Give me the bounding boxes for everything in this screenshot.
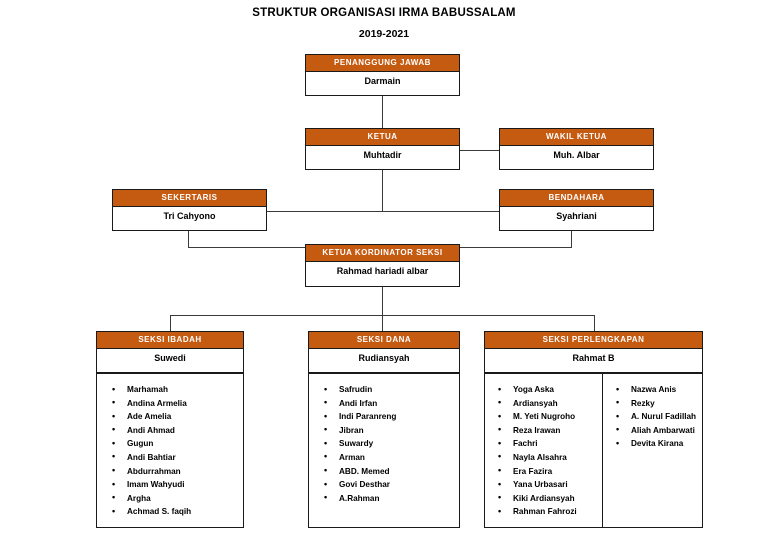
member-item: Kiki Ardiansyah xyxy=(498,491,598,506)
node-bendahara[interactable]: BENDAHARA Syahriani xyxy=(499,189,654,231)
member-item: Nayla Alsahra xyxy=(498,450,598,465)
page-period: 2019-2021 xyxy=(358,28,410,40)
connector-bendahara-down xyxy=(571,231,573,248)
node-bendahara-name: Syahriani xyxy=(556,211,597,221)
member-item: Andi Irfan xyxy=(324,396,455,411)
member-item: Jibran xyxy=(324,423,455,438)
node-koordinator-role: KETUA KORDINATOR SEKSI xyxy=(306,245,459,262)
connector-ketua-down xyxy=(382,170,384,212)
node-wakil-ketua-name: Muh. Albar xyxy=(553,150,600,160)
member-panel-seksi-perlengkapan: Yoga AskaArdiansyahM. Yeti NugrohoReza I… xyxy=(484,373,703,528)
member-item: Marhamah xyxy=(112,383,239,397)
node-penanggung-jawab[interactable]: PENANGGUNG JAWAB Darmain xyxy=(305,54,460,96)
member-list-seksi-ibadah: MarhamahAndina ArmeliaAde AmeliaAndi Ahm… xyxy=(105,383,239,519)
node-wakil-ketua-role: WAKIL KETUA xyxy=(500,129,653,146)
node-seksi-ibadah[interactable]: SEKSI IBADAH Suwedi xyxy=(96,331,244,373)
node-sekertaris-role: SEKERTARIS xyxy=(113,190,266,207)
connector-section-ibadah-down xyxy=(170,315,172,332)
member-item: ABD. Memed xyxy=(324,464,455,479)
member-item: Rezky xyxy=(616,396,698,411)
member-list-perlengkapan-right: Nazwa AnisRezkyA. Nurul FadillahAliah Am… xyxy=(609,383,698,451)
connector-section-perlengkapan-down xyxy=(594,315,596,332)
member-item: Govi Desthar xyxy=(324,478,455,492)
node-sekertaris[interactable]: SEKERTARIS Tri Cahyono xyxy=(112,189,267,231)
member-item: Era Fazira xyxy=(498,464,598,479)
connector-pj-to-ketua xyxy=(382,95,384,128)
member-item: Safrudin xyxy=(324,383,455,397)
node-penanggung-jawab-name: Darmain xyxy=(364,76,401,86)
member-item: Arman xyxy=(324,450,455,465)
member-item: Aliah Ambarwati xyxy=(616,423,698,438)
member-item: A.Rahman xyxy=(324,491,455,506)
member-item: Rahman Fahrozi xyxy=(498,505,598,519)
connector-koordinator-down xyxy=(382,287,384,320)
member-item: Achmad S. faqih xyxy=(112,505,239,519)
member-item: Reza Irawan xyxy=(498,423,598,438)
member-list-perlengkapan-left: Yoga AskaArdiansyahM. Yeti NugrohoReza I… xyxy=(491,383,598,519)
member-column-left: Yoga AskaArdiansyahM. Yeti NugrohoReza I… xyxy=(485,374,603,527)
node-ketua[interactable]: KETUA Muhtadir xyxy=(305,128,460,170)
node-wakil-ketua[interactable]: WAKIL KETUA Muh. Albar xyxy=(499,128,654,170)
member-item: Andi Ahmad xyxy=(112,423,239,438)
node-ketua-role: KETUA xyxy=(306,129,459,146)
member-item: Nazwa Anis xyxy=(616,383,698,397)
member-item: Yoga Aska xyxy=(498,383,598,397)
node-koordinator[interactable]: KETUA KORDINATOR SEKSI Rahmad hariadi al… xyxy=(305,244,460,287)
node-koordinator-name: Rahmad hariadi albar xyxy=(336,266,429,276)
connector-ketua-to-wakil xyxy=(459,150,500,152)
node-seksi-dana-role: SEKSI DANA xyxy=(309,332,459,349)
member-item: Andina Armelia xyxy=(112,396,239,411)
member-item: Abdurrahman xyxy=(112,464,239,479)
node-penanggung-jawab-role: PENANGGUNG JAWAB xyxy=(306,55,459,72)
member-panel-seksi-ibadah: MarhamahAndina ArmeliaAde AmeliaAndi Ahm… xyxy=(96,373,244,528)
node-seksi-ibadah-name: Suwedi xyxy=(154,353,186,363)
connector-sek-ben-bus xyxy=(188,211,572,213)
member-list-seksi-dana: SafrudinAndi IrfanIndi ParanrengJibranSu… xyxy=(317,383,455,505)
node-seksi-perlengkapan[interactable]: SEKSI PERLENGKAPAN Rahmat B xyxy=(484,331,703,373)
member-item: Fachri xyxy=(498,437,598,451)
member-item: Ardiansyah xyxy=(498,396,598,411)
page-title: STRUKTUR ORGANISASI IRMA BABUSSALAM xyxy=(252,7,516,19)
connector-sekertaris-down xyxy=(188,231,190,248)
node-seksi-ibadah-role: SEKSI IBADAH xyxy=(97,332,243,349)
node-sekertaris-name: Tri Cahyono xyxy=(163,211,216,221)
member-item: Suwardy xyxy=(324,437,455,451)
member-item: Gugun xyxy=(112,437,239,451)
member-item: Yana Urbasari xyxy=(498,478,598,492)
node-seksi-perlengkapan-role: SEKSI PERLENGKAPAN xyxy=(485,332,702,349)
node-ketua-name: Muhtadir xyxy=(363,150,402,160)
member-item: Imam Wahyudi xyxy=(112,478,239,492)
node-seksi-dana-name: Rudiansyah xyxy=(358,353,410,363)
member-column-right: Nazwa AnisRezkyA. Nurul FadillahAliah Am… xyxy=(603,374,702,527)
member-item: Indi Paranreng xyxy=(324,410,455,424)
member-panel-seksi-dana: SafrudinAndi IrfanIndi ParanrengJibranSu… xyxy=(308,373,460,528)
node-seksi-dana[interactable]: SEKSI DANA Rudiansyah xyxy=(308,331,460,373)
node-bendahara-role: BENDAHARA xyxy=(500,190,653,207)
connector-section-dana-down xyxy=(382,315,384,332)
member-item: Ade Amelia xyxy=(112,410,239,424)
member-item: Andi Bahtiar xyxy=(112,450,239,465)
node-seksi-perlengkapan-name: Rahmat B xyxy=(572,353,615,363)
member-item: Devita Kirana xyxy=(616,437,698,451)
member-item: Argha xyxy=(112,491,239,506)
member-item: A. Nurul Fadillah xyxy=(616,410,698,424)
member-item: M. Yeti Nugroho xyxy=(498,410,598,424)
